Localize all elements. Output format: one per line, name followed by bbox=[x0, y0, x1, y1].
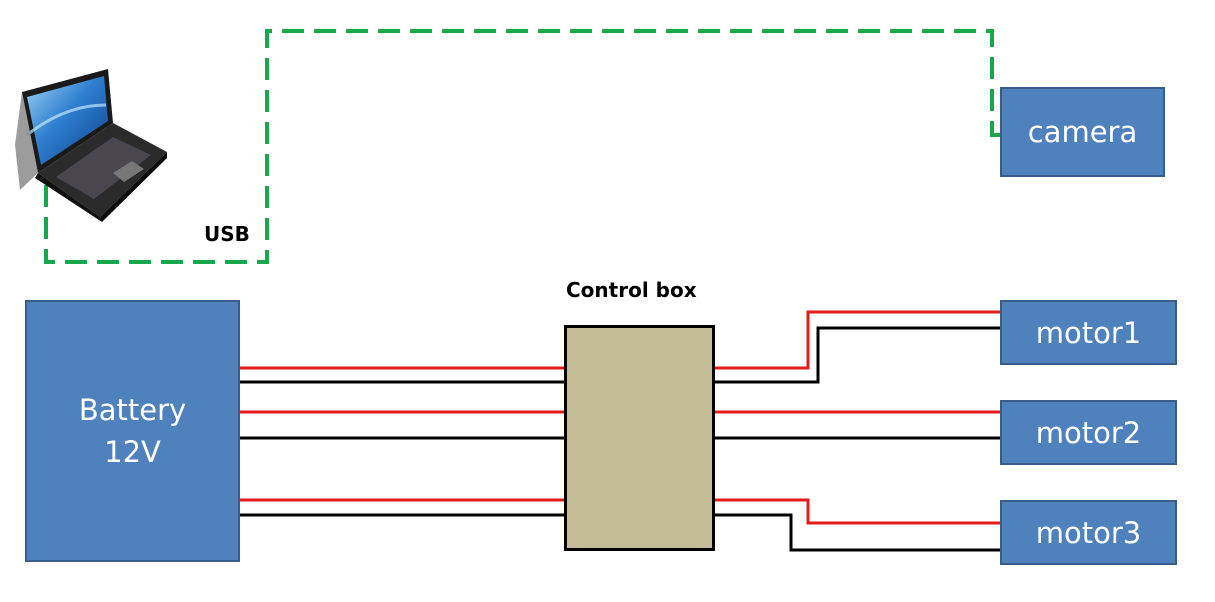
motor3-label: motor3 bbox=[1035, 515, 1142, 550]
control-box bbox=[564, 325, 715, 551]
battery-label: Battery bbox=[78, 393, 187, 427]
motor3-power-wire bbox=[240, 498, 1000, 525]
camera-label: camera bbox=[1027, 115, 1138, 149]
motor2-label: motor2 bbox=[1035, 415, 1142, 450]
laptop-icon bbox=[15, 69, 167, 222]
camera-block: camera bbox=[1000, 87, 1165, 177]
motor1-label: motor1 bbox=[1035, 315, 1142, 350]
battery-block: Battery 12V bbox=[25, 300, 240, 562]
motor1-power-wire bbox=[240, 310, 1000, 370]
control-box-label: Control box bbox=[566, 278, 697, 302]
motor1-ground-wire bbox=[240, 326, 1000, 384]
motor3-block: motor3 bbox=[1000, 500, 1177, 565]
motor3-ground-wire bbox=[240, 513, 1000, 552]
usb-label: USB bbox=[204, 222, 250, 246]
usb-cable bbox=[44, 29, 1000, 264]
battery-voltage: 12V bbox=[104, 435, 161, 469]
motor1-block: motor1 bbox=[1000, 300, 1177, 365]
motor2-block: motor2 bbox=[1000, 400, 1177, 465]
